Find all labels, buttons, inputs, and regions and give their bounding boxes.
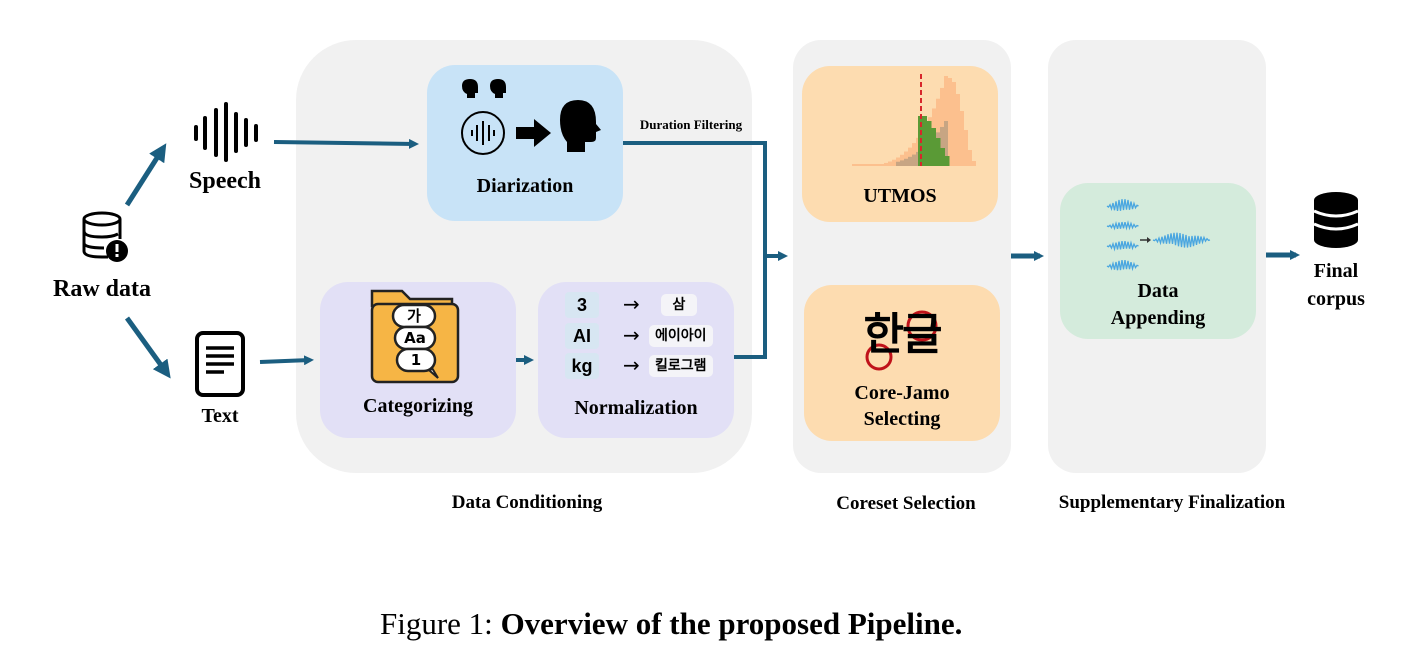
folder-categories-icon bbox=[370, 289, 460, 384]
core-jamo-label-line2: Selecting bbox=[863, 408, 941, 430]
histogram-bar bbox=[912, 154, 916, 166]
normalization-arrow: → bbox=[623, 353, 640, 377]
histogram-bar bbox=[896, 161, 900, 166]
histogram-bar-selected bbox=[922, 116, 927, 166]
histogram-bar bbox=[868, 164, 872, 166]
histogram-bar bbox=[876, 164, 880, 166]
duration-filtering-label: Duration Filtering bbox=[639, 117, 743, 132]
histogram-bar bbox=[864, 164, 868, 166]
data-appending-module bbox=[1060, 183, 1256, 339]
categorizing-label: Categorizing bbox=[363, 395, 473, 417]
histogram-bar bbox=[960, 111, 964, 166]
histogram-bar-selected bbox=[940, 148, 945, 166]
histogram-bar bbox=[956, 94, 960, 166]
normalization-arrow: → bbox=[623, 292, 640, 316]
text-label: Text bbox=[201, 405, 239, 427]
core-jamo-label-line1: Core-Jamo bbox=[854, 382, 950, 404]
waveform-segments-icon bbox=[1106, 199, 1211, 272]
histogram-bar-selected bbox=[931, 128, 936, 166]
figure-caption-prefix: Figure 1: bbox=[380, 606, 501, 641]
histogram-bar bbox=[860, 164, 864, 166]
histogram-bar bbox=[944, 121, 948, 166]
category-bubble-number: 1 bbox=[410, 351, 422, 369]
histogram-bar bbox=[948, 78, 952, 166]
histogram-bar bbox=[880, 164, 884, 166]
waveform-segment bbox=[1106, 260, 1139, 272]
histogram-bar bbox=[884, 162, 888, 166]
histogram-bar bbox=[904, 158, 908, 166]
hangul-sample: 한글 bbox=[863, 309, 943, 360]
stage-label-supplementary-finalization: Supplementary Finalization bbox=[1058, 492, 1286, 513]
right-arrow-icon bbox=[516, 119, 551, 147]
utmos-label: UTMOS bbox=[863, 185, 937, 207]
category-bubble-korean: 가 bbox=[407, 307, 421, 325]
histogram-bar-selected bbox=[936, 138, 941, 166]
normalization-source: 3 bbox=[565, 292, 599, 318]
histogram-bar bbox=[872, 164, 876, 166]
waveform-segment bbox=[1106, 199, 1139, 212]
database-icon bbox=[1313, 192, 1359, 248]
jamo-marker-circle bbox=[865, 343, 893, 371]
speech-label: Speech bbox=[189, 168, 261, 194]
normalization-target: 킬로그램 bbox=[649, 355, 713, 377]
diarization-module bbox=[427, 65, 623, 221]
speakers-heads-icon bbox=[462, 79, 506, 98]
arrow-text-to-categorizing bbox=[259, 355, 314, 366]
normalization-arrow: → bbox=[623, 323, 640, 347]
histogram-bar bbox=[852, 164, 856, 166]
histogram-bar-selected bbox=[927, 121, 932, 166]
normalization-target: 삼 bbox=[661, 294, 697, 316]
histogram-bar bbox=[972, 161, 976, 166]
stage-label-coreset-selection: Coreset Selection bbox=[836, 493, 976, 514]
histogram-bar bbox=[900, 160, 904, 166]
waveform-segment bbox=[1106, 220, 1139, 231]
small-arrow-icon bbox=[1140, 237, 1151, 243]
edge-duration-filtering bbox=[623, 141, 767, 359]
figure-caption-title: Overview of the proposed Pipeline. bbox=[500, 606, 963, 641]
histogram-bar bbox=[888, 161, 892, 166]
stage-label-data-conditioning: Data Conditioning bbox=[451, 492, 603, 513]
data-appending-label-line2: Appending bbox=[1110, 307, 1206, 329]
raw-data-label: Raw data bbox=[52, 276, 151, 302]
final-corpus-label-line2: corpus bbox=[1307, 288, 1365, 310]
arrow-raw-to-speech bbox=[124, 143, 167, 207]
histogram-bar bbox=[964, 130, 968, 166]
sound-wave-icon bbox=[194, 102, 258, 162]
normalization-source: AI bbox=[565, 323, 599, 349]
histogram-bar bbox=[952, 82, 956, 166]
normalization-target: 에이아이 bbox=[649, 325, 713, 347]
category-bubble-latin: Aa bbox=[404, 329, 426, 347]
arrow-speech-to-diarization bbox=[273, 138, 419, 149]
histogram-bar bbox=[856, 164, 860, 166]
data-appending-label-line1: Data bbox=[1137, 280, 1179, 302]
diarization-label: Diarization bbox=[476, 175, 574, 197]
document-icon bbox=[195, 331, 245, 397]
normalization-label: Normalization bbox=[574, 397, 698, 419]
histogram-bar bbox=[892, 159, 896, 166]
final-corpus-label-line1: Final bbox=[1313, 260, 1359, 282]
database-alert-icon bbox=[82, 211, 128, 262]
waveform-segment bbox=[1106, 240, 1139, 252]
figure-caption: Figure 1: Overview of the proposed Pipel… bbox=[380, 606, 962, 642]
utmos-histogram-icon bbox=[852, 76, 976, 166]
histogram-bar-selected bbox=[945, 156, 950, 166]
jamo-marker-circle bbox=[906, 310, 938, 342]
histogram-bar bbox=[908, 156, 912, 166]
normalization-source: kg bbox=[565, 353, 599, 379]
waveform-combined bbox=[1152, 232, 1211, 248]
histogram-bar bbox=[940, 126, 944, 166]
histogram-bar bbox=[968, 150, 972, 166]
audio-circle-icon bbox=[461, 111, 505, 155]
arrow-raw-to-text bbox=[124, 316, 171, 379]
single-speaker-head-icon bbox=[560, 100, 601, 152]
core-jamo-module bbox=[804, 285, 1000, 441]
